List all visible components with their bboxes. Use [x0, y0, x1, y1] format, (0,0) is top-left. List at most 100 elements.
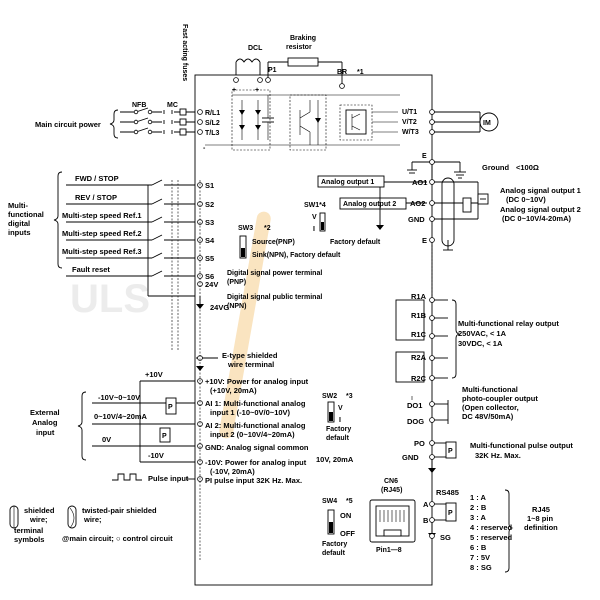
terminal-rl1: R/L1 — [205, 110, 220, 117]
sw2-v: V — [338, 405, 343, 412]
sw4-switch[interactable] — [327, 509, 335, 535]
sw1-label: SW1*4 — [304, 202, 326, 209]
sw4-label: SW4 — [322, 498, 337, 505]
m10v-desc-1: -10V: Power for analog input — [205, 458, 307, 467]
legend-shielded-2: wire; — [29, 515, 48, 524]
sw2-label: SW2 — [322, 393, 337, 400]
po-desc-1: Multi-functional pulse output — [470, 441, 573, 450]
twisted-pair-symbol — [67, 505, 77, 529]
cn6-label-1: CN6 — [384, 478, 398, 485]
mc-label: MC — [167, 102, 178, 109]
gnd-desc: GND: Analog signal common — [205, 443, 309, 452]
sw1-i: I — [313, 226, 315, 233]
di-group-l4: inputs — [8, 228, 31, 237]
sw2-switch[interactable]: SW2 *3 V I Factory default — [322, 393, 353, 442]
rj45-def-3: definition — [524, 523, 558, 532]
sw3-sink: Sink(NPN), Factory default — [252, 252, 341, 259]
braking-label-2: resistor — [286, 44, 312, 51]
legend: shielded wire; twisted-pair shielded wir… — [9, 505, 173, 544]
eshield-label-1: E-type shielded — [222, 351, 278, 360]
terminal-r2c: R2C — [411, 374, 427, 383]
plus-sign-2: + — [255, 87, 259, 94]
rj45-connector[interactable] — [369, 499, 416, 543]
main-circuit-label: Main circuit power — [35, 120, 101, 129]
relay-desc-3: 30VDC, < 1A — [458, 339, 503, 348]
br-note: *1 — [357, 69, 364, 76]
eshield-label-2: wire terminal — [227, 360, 274, 369]
terminal-gnd-ao: GND — [408, 215, 425, 224]
ground-section: E Ground <100Ω — [407, 153, 539, 179]
terminal-sl2: S/L2 — [205, 120, 220, 127]
terminal-b: B — [423, 516, 429, 525]
sw2-factory-1: Factory — [326, 426, 351, 433]
di-label-s3: Multi-step speed Ref.1 — [62, 211, 142, 220]
terminal-vt2: V/T2 — [402, 119, 417, 126]
rj45-pin-8: 8 : SG — [470, 563, 492, 572]
p10v-desc-1: +10V: Power for analog input — [205, 377, 309, 386]
rs485-p-label: P — [448, 510, 453, 517]
rj45-pin-1: 1 : A — [470, 493, 487, 502]
rj45-pin-7: 7 : 5V — [470, 553, 490, 562]
terminal-do1: DO1 — [407, 401, 422, 410]
legend-circuits: @main circuit; ○ control circuit — [62, 534, 173, 543]
terminal-r1b: R1B — [411, 311, 427, 320]
dcl-coil — [235, 58, 261, 63]
terminal-dog: DOG — [407, 417, 424, 426]
ext-label-3: input — [36, 428, 55, 437]
po-p-label: P — [448, 448, 453, 455]
pulse-input-label: Pulse input — [148, 474, 189, 483]
ext-label-1: External — [30, 408, 60, 417]
di-label-s6: Fault reset — [72, 265, 110, 274]
rj45-pin-6: 6 : B — [470, 543, 487, 552]
sw3-switch[interactable]: SW3 *2 Source(PNP) Sink(NPN), Factory de… — [238, 225, 341, 259]
ai2-desc-2: input 2 (0~10V/4~20mA) — [210, 430, 295, 439]
di-row-s3: Multi-step speed Ref.1 S3 — [62, 211, 214, 227]
ai1-range: -10V~0~10V — [98, 393, 140, 402]
comm-section: CN6 (RJ45) Pin1—8 SW4 *5 ON OFF Factory … — [322, 478, 558, 573]
di-row-s5: Multi-step speed Ref.3 S5 — [62, 247, 214, 263]
legend-terminal-2: symbols — [14, 535, 44, 544]
dcl-label: DCL — [248, 45, 263, 52]
braking-resistor — [287, 57, 319, 67]
sw4-factory-2: default — [322, 550, 346, 557]
terminal-s2: S2 — [205, 200, 214, 209]
terminal-tl3: T/L3 — [205, 130, 219, 137]
pulse-waveform — [112, 473, 142, 481]
terminal-24vg: 24VG — [210, 303, 229, 312]
terminal-po: PO — [414, 439, 425, 448]
ext-label-2: Analog — [32, 418, 58, 427]
di-row-s1: FWD / STOP S1 — [66, 174, 214, 190]
photo-desc-4: DC 48V/50mA) — [462, 412, 514, 421]
di-label-s1: FWD / STOP — [75, 174, 119, 183]
ai-p-label-2: P — [162, 433, 167, 440]
terminal-s3: S3 — [205, 218, 214, 227]
ai-p-label-1: P — [168, 404, 173, 411]
sw1-switch[interactable]: V I — [312, 212, 326, 233]
sw3-source: Source(PNP) — [252, 239, 295, 246]
relay-desc-1: Multi-functional relay output — [458, 319, 559, 328]
ao2-desc-1: Analog signal output 2 — [500, 205, 581, 214]
terminal-a: A — [423, 500, 429, 509]
sw2-note: *3 — [346, 393, 353, 400]
inverter-outline — [194, 74, 433, 586]
fuses-label: Fast acting fuses — [181, 24, 188, 81]
digital-inputs-section: Multi- functional digital inputs FWD / S… — [8, 171, 322, 350]
rj45-pin-label: Pin1—8 — [376, 547, 402, 554]
terminal-s5: S5 — [205, 254, 214, 263]
di-label-s2: REV / STOP — [75, 193, 117, 202]
di-group-l2: functional — [8, 210, 44, 219]
p10v-desc-2: (+10V, 20mA) — [210, 386, 257, 395]
di-label-s5: Multi-step speed Ref.3 — [62, 247, 142, 256]
sw3-note: *2 — [264, 225, 271, 232]
m10v-desc-2: (-10V, 20mA) — [210, 467, 255, 476]
rj45-pin-4: 4 : reserved — [470, 523, 513, 532]
legend-twisted-2: wire; — [83, 515, 102, 524]
analog-output-1-box — [317, 175, 385, 188]
relay-desc-2: 250VAC, < 1A — [458, 329, 507, 338]
rj45-def-1: RJ45 — [532, 505, 550, 514]
sw3-label: SW3 — [238, 225, 253, 232]
braking-label-1: Braking — [290, 35, 316, 42]
rs485-label: RS485 — [436, 488, 459, 497]
sw4-on: ON — [340, 511, 351, 520]
di-group-l1: Multi- — [8, 201, 28, 210]
